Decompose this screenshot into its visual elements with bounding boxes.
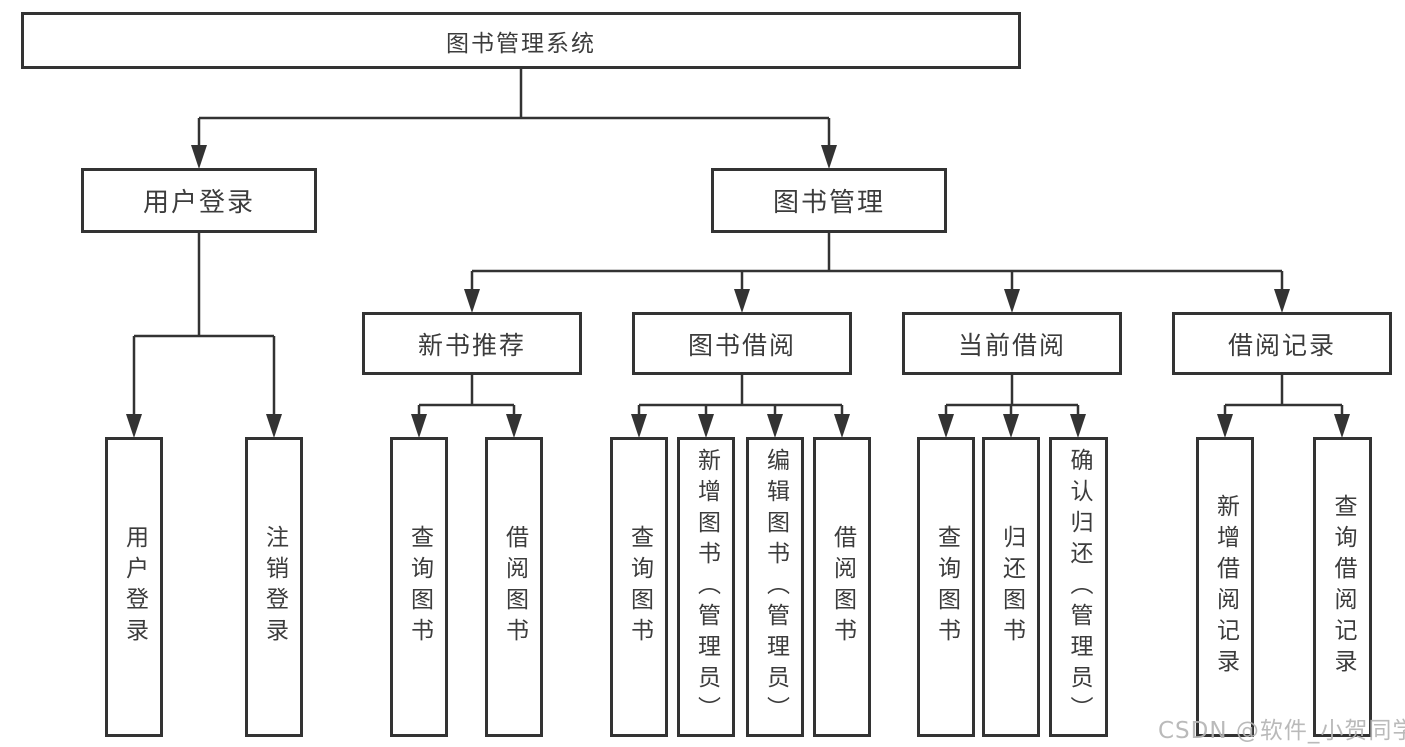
leaf-borrow-add-admin-label: 新增图书（管理员） [693, 447, 720, 727]
leaf-borrow-query: 查询图书 [610, 437, 668, 737]
leaf-record-add-label: 新增借阅记录 [1212, 494, 1239, 680]
node-book-management: 图书管理 [711, 168, 947, 233]
node-user-login: 用户登录 [81, 168, 317, 233]
node-root-label: 图书管理系统 [446, 30, 596, 57]
node-borrow-record-label: 借阅记录 [1227, 330, 1336, 360]
node-root: 图书管理系统 [21, 12, 1021, 69]
csdn-watermark: CSDN @软件_小贺同学 [1158, 718, 1405, 744]
leaf-current-query: 查询图书 [917, 437, 975, 737]
leaf-newbook-query: 查询图书 [390, 437, 448, 737]
node-book-borrow-label: 图书借阅 [687, 330, 796, 360]
node-book-borrow: 图书借阅 [632, 312, 852, 375]
leaf-borrow-query-label: 查询图书 [626, 525, 653, 649]
leaf-record-add: 新增借阅记录 [1196, 437, 1254, 737]
leaf-borrow-add-admin: 新增图书（管理员） [677, 437, 735, 737]
leaf-user-login-label: 用户登录 [121, 525, 148, 649]
leaf-borrow-book-label: 借阅图书 [829, 525, 856, 649]
leaf-newbook-borrow-label: 借阅图书 [501, 525, 528, 649]
leaf-current-query-label: 查询图书 [933, 525, 960, 649]
leaf-borrow-book: 借阅图书 [813, 437, 871, 737]
leaf-record-query-label: 查询借阅记录 [1330, 494, 1356, 680]
node-current-borrow-label: 当前借阅 [957, 330, 1066, 360]
node-new-book-recommend-label: 新书推荐 [417, 330, 526, 360]
leaf-return-book-label: 归还图书 [998, 525, 1025, 649]
leaf-borrow-edit-admin: 编辑图书（管理员） [746, 437, 804, 737]
leaf-user-login: 用户登录 [105, 437, 163, 737]
node-new-book-recommend: 新书推荐 [362, 312, 582, 375]
leaf-newbook-borrow: 借阅图书 [485, 437, 543, 737]
leaf-record-query: 查询借阅记录 [1313, 437, 1372, 737]
leaf-logout: 注销登录 [245, 437, 303, 737]
leaf-confirm-return-admin: 确认归还（管理员） [1049, 437, 1108, 737]
leaf-return-book: 归还图书 [982, 437, 1040, 737]
leaf-logout-label: 注销登录 [261, 525, 288, 649]
node-user-login-label: 用户登录 [142, 188, 255, 218]
node-borrow-record: 借阅记录 [1172, 312, 1392, 375]
leaf-confirm-return-admin-label: 确认归还（管理员） [1066, 447, 1092, 727]
node-current-borrow: 当前借阅 [902, 312, 1122, 375]
leaf-borrow-edit-admin-label: 编辑图书（管理员） [762, 447, 789, 727]
node-book-management-label: 图书管理 [772, 188, 885, 218]
leaf-newbook-query-label: 查询图书 [406, 525, 433, 649]
